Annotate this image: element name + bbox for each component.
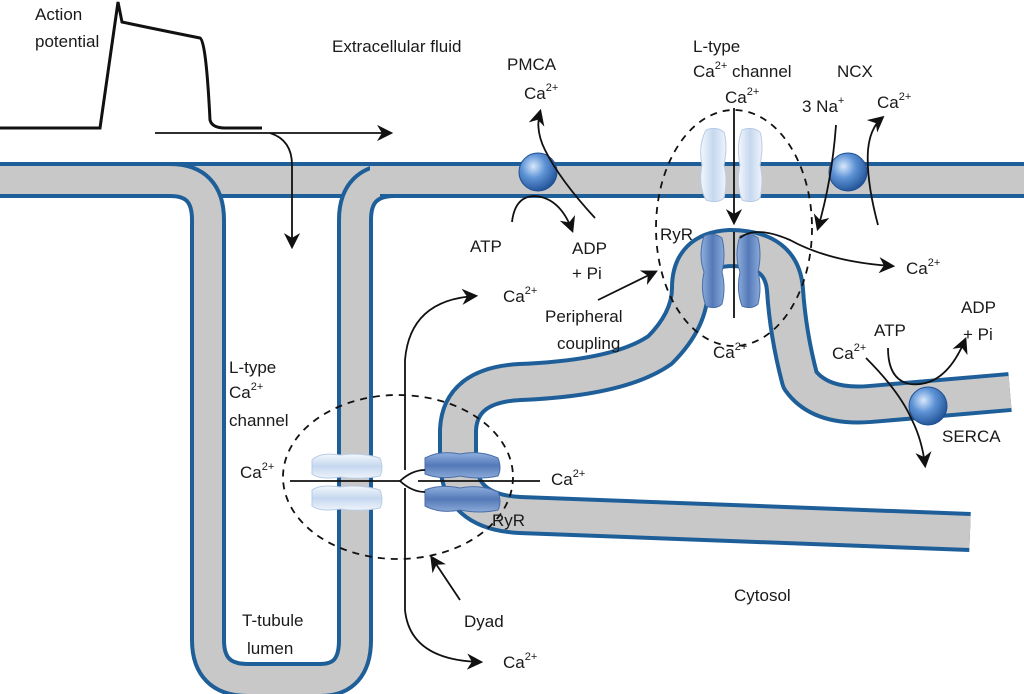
label-peripheral-1: Peripheral	[545, 307, 623, 326]
label-ca-bottom: Ca2+	[503, 651, 537, 672]
labels: Action potential Extracellular fluid PMC…	[35, 5, 1001, 672]
label-ryr-top: RyR	[660, 225, 693, 244]
label-ncx: NCX	[837, 62, 873, 81]
peripheral-coupling-pointer	[597, 270, 658, 301]
label-ncx-na: 3 Na+	[802, 95, 844, 116]
action-potential-trace	[0, 1, 262, 130]
ryr-peripheral-release-arrow	[739, 231, 896, 274]
label-action-potential-1: Action	[35, 5, 82, 24]
label-ltype-left-1: L-type	[229, 358, 276, 377]
label-extracellular-fluid: Extracellular fluid	[332, 37, 461, 56]
label-pmca-ca: Ca2+	[524, 82, 558, 103]
pmca-ca-efflux-arrow	[528, 108, 596, 219]
serca-atp-arrow	[887, 337, 968, 386]
dyad-pointer-arrow	[430, 555, 461, 601]
label-ttubule-1: T-tubule	[242, 611, 303, 630]
label-ca-upper-dyad: Ca2+	[503, 285, 537, 306]
ryr-channel-dyad	[424, 452, 501, 513]
label-ltype-left-3: channel	[229, 411, 289, 430]
label-ltype-top-ca: Ca2+	[725, 86, 759, 107]
label-ltype-top-1: L-type	[693, 37, 740, 56]
label-serca-adp: ADP	[961, 298, 996, 317]
dyad-fork-upper	[399, 469, 426, 482]
ncx-ca-arrow	[866, 115, 885, 226]
label-dyad: Dyad	[464, 612, 504, 631]
label-pmca-atp: ATP	[470, 237, 502, 256]
t-tubule-membrane	[0, 162, 1024, 694]
label-serca: SERCA	[942, 427, 1001, 446]
label-peripheral-2: coupling	[557, 334, 620, 353]
serca-pump	[908, 386, 948, 426]
dyad-region	[282, 394, 514, 560]
label-ca-right-out: Ca2+	[906, 257, 940, 278]
label-ca-dyad-right: Ca2+	[551, 468, 585, 489]
peripheral-coupling-region	[655, 109, 813, 347]
label-ryr-dyad: RyR	[492, 511, 525, 530]
label-serca-pi: + Pi	[963, 325, 993, 344]
ncx-na-arrow	[813, 124, 837, 232]
dyad-fork-lower	[399, 480, 426, 493]
l-type-channel-dyad	[311, 453, 383, 511]
label-pmca-adp: ADP	[572, 239, 607, 258]
label-ltype-top-2: Ca2+ channel	[693, 60, 792, 81]
pmca-atp-arrow	[511, 195, 576, 234]
label-ca-below-ryr: Ca2+	[713, 341, 747, 362]
label-ncx-ca: Ca2+	[877, 91, 911, 112]
ap-ttubule-arrow	[269, 132, 301, 250]
label-pmca-pi: + Pi	[572, 264, 602, 283]
sarcoplasmic-reticulum-membrane	[438, 228, 1012, 552]
dyad-ca-up-arrow	[404, 288, 479, 470]
label-pmca: PMCA	[507, 55, 557, 74]
label-ltype-left-2: Ca2+	[229, 381, 263, 402]
dyad-ca-down-arrow	[404, 488, 484, 670]
label-cytosol: Cytosol	[734, 586, 791, 605]
pmca-pump	[518, 152, 558, 192]
label-action-potential-2: potential	[35, 32, 99, 51]
label-ca-left-in: Ca2+	[240, 461, 274, 482]
label-serca-atp: ATP	[874, 321, 906, 340]
ncx-exchanger	[828, 152, 868, 192]
flux-arrows	[155, 108, 968, 670]
serca-ca-arrow	[865, 357, 932, 469]
ryr-channel-peripheral	[700, 233, 761, 309]
label-serca-ca: Ca2+	[832, 342, 866, 363]
label-ttubule-2: lumen	[247, 639, 293, 658]
l-type-channel-peripheral	[700, 127, 763, 203]
